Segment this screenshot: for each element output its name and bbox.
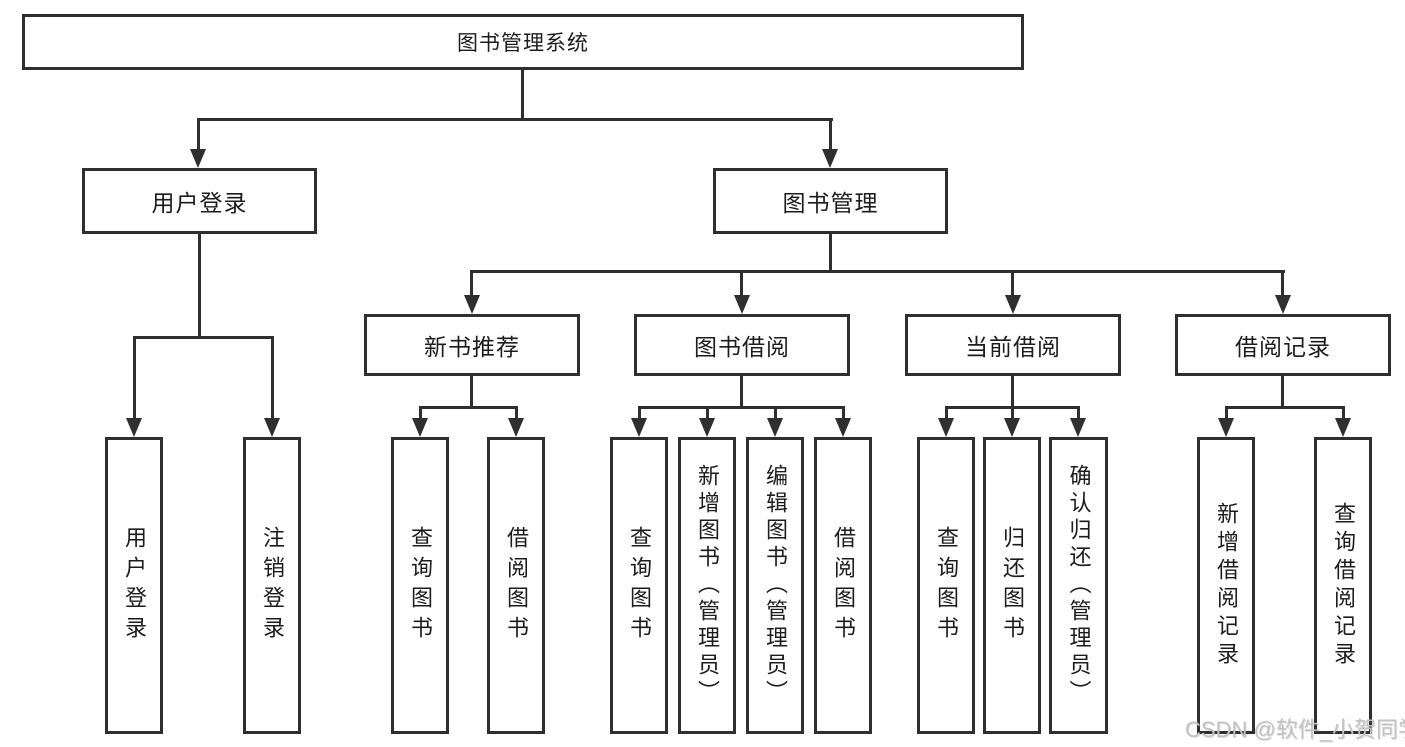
connector-user-login-horizontal — [133, 336, 274, 339]
connector-book-mgmt-stem — [829, 234, 832, 272]
arrowhead-current-borrow — [1005, 295, 1021, 314]
node-new-book-rec: 新书推荐 — [364, 314, 580, 376]
arrowhead-b3 — [767, 418, 783, 437]
arrowhead-c1 — [938, 418, 954, 437]
connector-drop-book-borrow — [740, 270, 743, 300]
leaf-borrow-add-book-admin-label: 新增图书（管理员） — [695, 464, 720, 707]
node-book-mgmt-branch-label: 图书管理 — [782, 190, 879, 216]
arrowhead-a2 — [508, 418, 524, 437]
arrowhead-leaf-logout — [264, 418, 280, 437]
connector-drop-leaf-logout — [271, 336, 274, 422]
leaf-borrow-query-book-label: 查询图书 — [627, 525, 652, 646]
connector-drop-a1 — [419, 406, 422, 422]
node-borrow-records-label: 借阅记录 — [1235, 334, 1331, 360]
connector-level3-horizontal — [470, 270, 1285, 273]
connector-user-login-stem — [198, 233, 201, 339]
connector-drop-d1 — [1225, 406, 1228, 422]
arrowhead-user-login — [190, 149, 206, 168]
arrowhead-leaf-login — [126, 418, 142, 437]
connector-drop-borrow-records — [1281, 270, 1284, 300]
leaf-borrow-edit-book-admin: 编辑图书（管理员） — [746, 437, 804, 734]
leaf-borrow-borrow-book-label: 借阅图书 — [831, 525, 856, 646]
arrowhead-a1 — [412, 418, 428, 437]
node-root-label: 图书管理系统 — [457, 32, 589, 55]
arrowhead-b1 — [631, 418, 647, 437]
arrowhead-d1 — [1218, 418, 1234, 437]
connector-drop-b1 — [638, 406, 641, 422]
connector-groupA-stem — [470, 375, 473, 408]
leaf-newrec-borrow-book: 借阅图书 — [487, 437, 545, 734]
arrowhead-c2 — [1004, 418, 1020, 437]
connector-drop-c2 — [1011, 406, 1014, 422]
arrowhead-borrow-records — [1275, 295, 1291, 314]
connector-drop-b2 — [706, 406, 709, 422]
leaf-user-login: 用户登录 — [105, 437, 163, 734]
connector-groupC-stem — [1011, 375, 1014, 408]
leaf-logout: 注销登录 — [243, 437, 301, 734]
connector-level2-horizontal — [198, 118, 833, 121]
connector-groupB-horizontal — [638, 406, 845, 409]
node-book-borrow: 图书借阅 — [634, 314, 850, 376]
leaf-newrec-borrow-book-label: 借阅图书 — [504, 525, 529, 646]
leaf-current-query-book: 查询图书 — [917, 437, 975, 734]
leaf-records-query-record: 查询借阅记录 — [1314, 437, 1372, 734]
arrowhead-b2 — [699, 418, 715, 437]
connector-drop-a2 — [515, 406, 518, 422]
leaf-records-query-record-label: 查询借阅记录 — [1331, 501, 1356, 670]
connector-drop-user-login — [197, 118, 200, 154]
connector-groupD-horizontal — [1225, 406, 1345, 409]
arrowhead-d2 — [1335, 418, 1351, 437]
node-current-borrow: 当前借阅 — [905, 314, 1121, 376]
csdn-watermark: CSDN @软件_小贺同学 — [1185, 717, 1405, 742]
connector-drop-c1 — [945, 406, 948, 422]
arrowhead-book-mgmt — [822, 149, 838, 168]
leaf-records-add-record: 新增借阅记录 — [1197, 437, 1255, 734]
leaf-newrec-query-book: 查询图书 — [391, 437, 449, 734]
node-user-login-branch-label: 用户登录 — [151, 190, 248, 216]
leaf-newrec-query-book-label: 查询图书 — [408, 525, 433, 646]
leaf-current-return-book: 归还图书 — [983, 437, 1041, 734]
node-book-borrow-label: 图书借阅 — [694, 334, 790, 360]
leaf-logout-label: 注销登录 — [260, 525, 285, 646]
leaf-current-confirm-return-admin-label: 确认归还（管理员） — [1066, 464, 1092, 707]
connector-drop-current-borrow — [1011, 270, 1014, 300]
leaf-borrow-edit-book-admin-label: 编辑图书（管理员） — [763, 464, 788, 707]
node-root: 图书管理系统 — [22, 14, 1024, 70]
node-new-book-rec-label: 新书推荐 — [424, 334, 520, 360]
connector-drop-new-book — [470, 270, 473, 300]
connector-drop-b4 — [842, 406, 845, 422]
connector-drop-book-mgmt — [829, 118, 832, 154]
connector-groupA-horizontal — [419, 406, 518, 409]
connector-groupB-stem — [740, 375, 743, 408]
connector-drop-leaf-login — [133, 336, 136, 422]
leaf-borrow-add-book-admin: 新增图书（管理员） — [678, 437, 736, 734]
leaf-borrow-borrow-book: 借阅图书 — [814, 437, 872, 734]
node-borrow-records: 借阅记录 — [1175, 314, 1391, 376]
leaf-current-query-book-label: 查询图书 — [934, 525, 959, 646]
arrowhead-b4 — [835, 418, 851, 437]
leaf-current-confirm-return-admin: 确认归还（管理员） — [1049, 437, 1108, 734]
connector-drop-c3 — [1077, 406, 1080, 422]
connector-groupD-stem — [1281, 375, 1284, 408]
node-user-login-branch: 用户登录 — [82, 168, 317, 234]
leaf-user-login-label: 用户登录 — [122, 525, 147, 646]
arrowhead-new-book — [464, 295, 480, 314]
leaf-current-return-book-label: 归还图书 — [1000, 525, 1025, 646]
arrowhead-c3 — [1070, 418, 1086, 437]
leaf-borrow-query-book: 查询图书 — [610, 437, 668, 734]
connector-drop-b3 — [774, 406, 777, 422]
connector-drop-d2 — [1342, 406, 1345, 422]
arrowhead-book-borrow — [734, 295, 750, 314]
connector-root-stem — [521, 69, 524, 120]
node-book-mgmt-branch: 图书管理 — [713, 168, 948, 234]
node-current-borrow-label: 当前借阅 — [965, 334, 1061, 360]
leaf-records-add-record-label: 新增借阅记录 — [1214, 501, 1239, 670]
